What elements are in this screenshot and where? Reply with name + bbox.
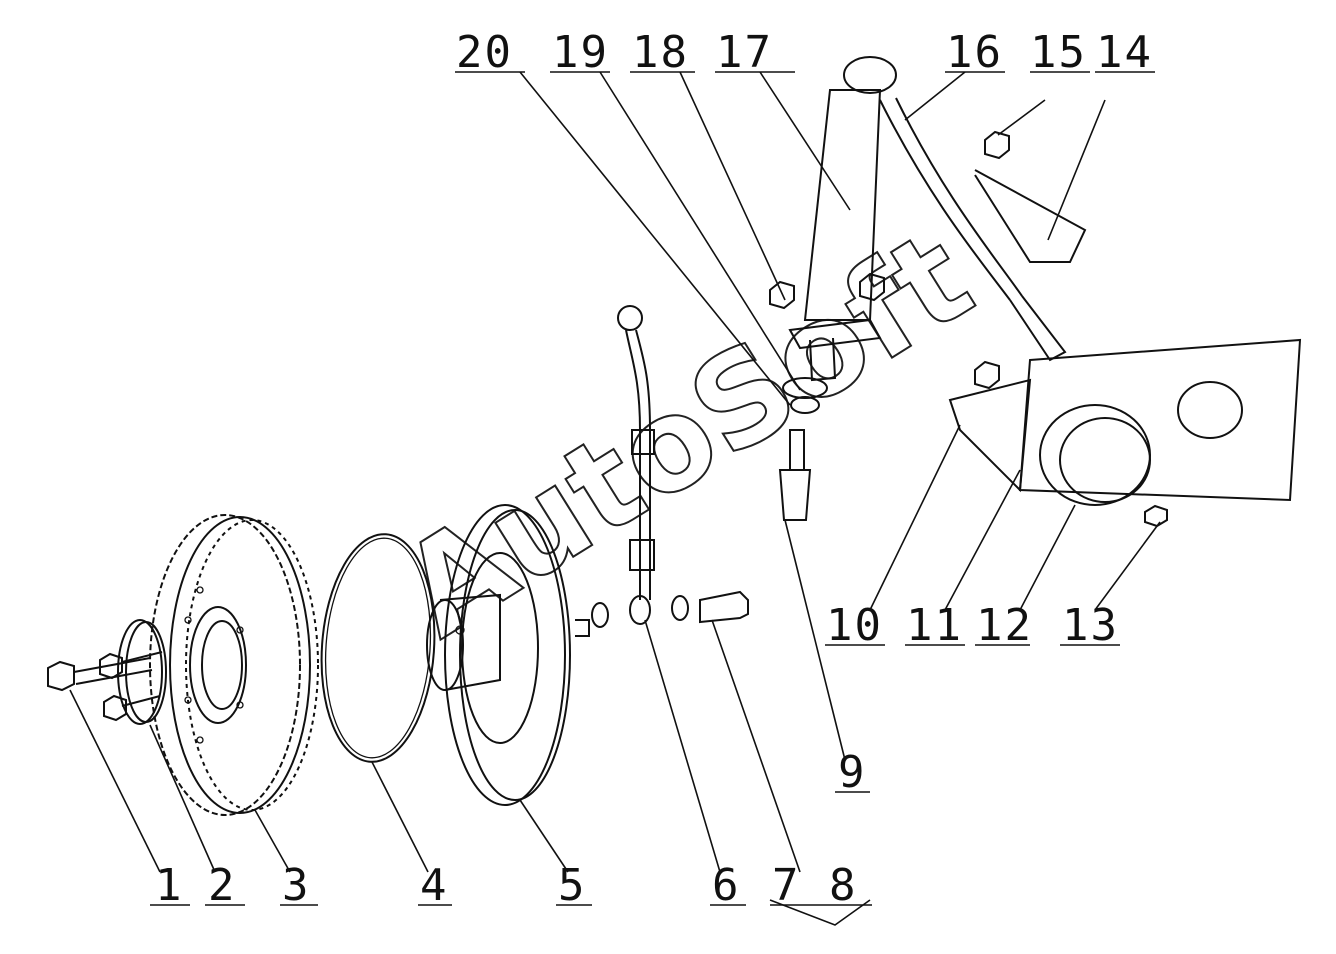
label-9: 9 bbox=[838, 747, 867, 798]
part-6-oil-pipe bbox=[617, 305, 655, 625]
label-6: 6 bbox=[712, 860, 741, 911]
part-17-cylinder bbox=[788, 56, 897, 382]
part-4-o-ring bbox=[320, 533, 436, 763]
label-1: 1 bbox=[155, 860, 184, 911]
part-7-8-bolt bbox=[591, 590, 749, 628]
part-14-15-clip bbox=[974, 130, 1087, 263]
label-17: 17 bbox=[716, 27, 773, 78]
parts-18-19-20 bbox=[769, 272, 885, 414]
label-7-8: 7 8 bbox=[772, 860, 857, 911]
label-4: 4 bbox=[420, 860, 449, 911]
label-5: 5 bbox=[558, 860, 587, 911]
label-11: 11 bbox=[906, 600, 963, 651]
label-13: 13 bbox=[1062, 600, 1119, 651]
label-3: 3 bbox=[282, 860, 311, 911]
label-19: 19 bbox=[552, 27, 609, 78]
part-16-cable bbox=[879, 97, 1067, 362]
leader-lines bbox=[69, 71, 1161, 926]
parts-10-13-actuator bbox=[948, 338, 1302, 528]
label-underlines bbox=[150, 71, 1155, 906]
label-20: 20 bbox=[456, 27, 513, 78]
label-2: 2 bbox=[208, 860, 237, 911]
label-18: 18 bbox=[632, 27, 689, 78]
label-16: 16 bbox=[946, 27, 1003, 78]
part-3-gear bbox=[149, 514, 319, 816]
part-9-connector bbox=[778, 429, 812, 521]
label-15: 15 bbox=[1030, 27, 1087, 78]
label-10: 10 bbox=[826, 600, 883, 651]
label-12: 12 bbox=[976, 600, 1033, 651]
label-14: 14 bbox=[1096, 27, 1153, 78]
part-5-housing bbox=[426, 504, 590, 806]
part-2-plate bbox=[99, 619, 167, 725]
